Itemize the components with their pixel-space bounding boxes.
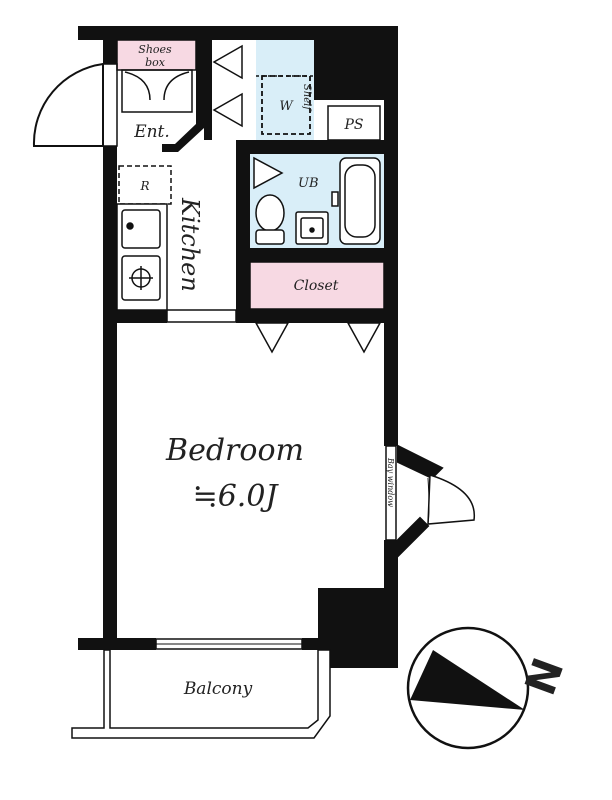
balcony-label: Balcony [183, 679, 253, 699]
kitchen-counter [116, 203, 168, 311]
entrance-label: Ent. [133, 122, 170, 142]
shelf-label: Shelf [301, 84, 312, 112]
closet-area [250, 262, 384, 309]
entrance-closet [121, 69, 193, 113]
closet-label: Closet [294, 278, 339, 294]
bedroom-size: ≒6.0J [193, 479, 280, 514]
pipe-space [327, 105, 381, 141]
compass-icon: N [406, 626, 573, 750]
unit-bath-label: UB [298, 176, 319, 191]
shoes-box-label-line2: box [145, 56, 166, 69]
bay-window-label: Bay window [386, 457, 395, 507]
unit-bath: UB [253, 156, 381, 245]
hall-closet-doors [212, 44, 243, 128]
sink [121, 209, 161, 249]
refrigerator-label: R [139, 179, 149, 193]
pipe-space-label: PS [343, 117, 363, 133]
balcony [71, 649, 331, 739]
washer-label: W [279, 99, 294, 114]
bay-window: Bay window [385, 444, 475, 559]
washer-area [256, 40, 314, 140]
toilet [255, 194, 285, 232]
closet-doors [254, 322, 382, 354]
windows [155, 309, 303, 650]
bedroom: Bedroom ≒6.0J [165, 433, 304, 514]
washer-space: W Shelf [256, 75, 314, 135]
bedroom-label: Bedroom [165, 433, 304, 468]
kitchen-label: Kitchen [176, 197, 204, 292]
shoes-box-label-line1: Shoes [138, 43, 172, 56]
bathtub [339, 157, 381, 245]
entrance-door[interactable] [32, 62, 118, 147]
shoes-box-area [117, 40, 196, 70]
walls [78, 26, 398, 668]
